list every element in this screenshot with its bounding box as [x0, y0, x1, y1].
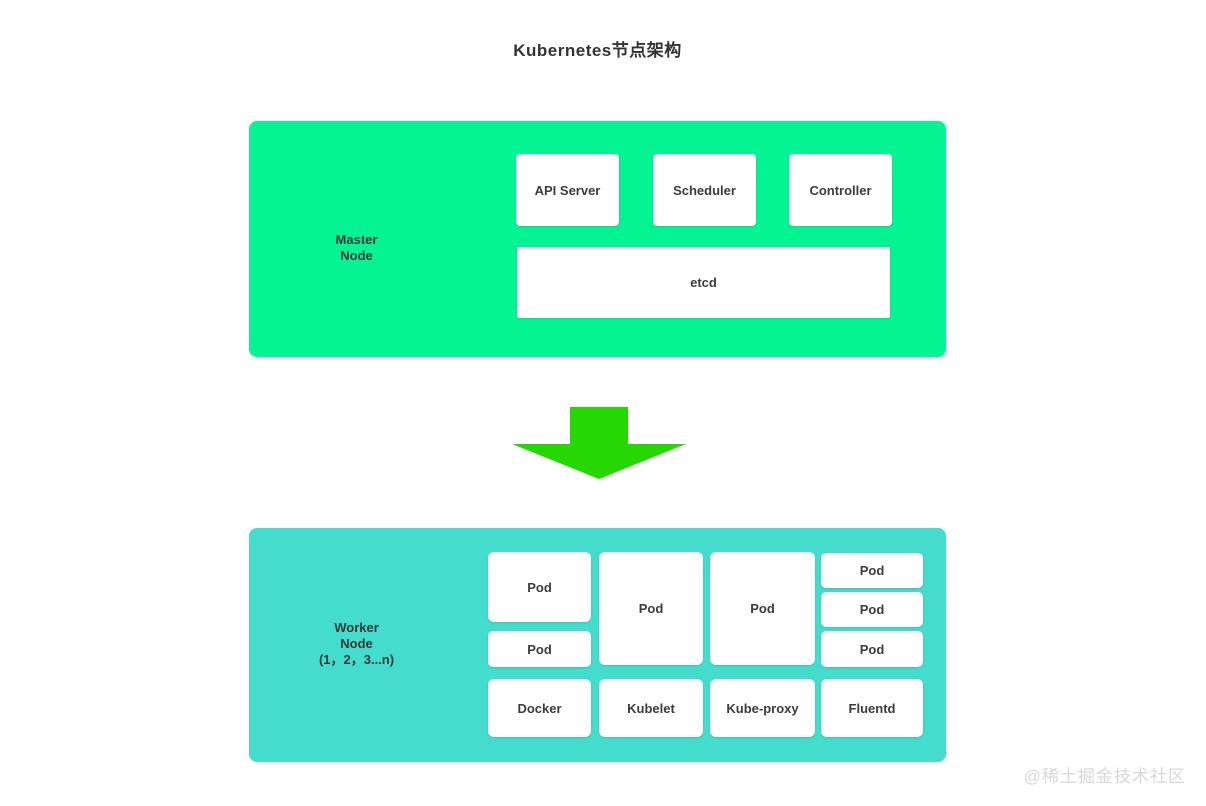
master-node-block: Master Node API Server Scheduler Control… — [249, 121, 946, 357]
master-node-label: Master Node — [249, 232, 464, 264]
etcd-box: etcd — [517, 247, 890, 318]
fluentd-box: Fluentd — [821, 679, 923, 737]
watermark: @稀土掘金技术社区 — [1023, 767, 1186, 786]
kube-proxy-box: Kube-proxy — [710, 679, 815, 737]
pod-box: Pod — [821, 592, 923, 627]
pod-box: Pod — [488, 631, 591, 667]
down-arrow-icon — [512, 407, 686, 479]
pod-box: Pod — [821, 631, 923, 667]
worker-node-block: Worker Node (1，2，3...n) Pod Pod Pod Pod … — [249, 528, 946, 762]
worker-node-label-line1: Worker — [334, 620, 379, 635]
worker-node-label-line3: (1，2，3...n) — [318, 652, 395, 667]
pod-box: Pod — [821, 553, 923, 588]
worker-node-label: Worker Node (1，2，3...n) — [249, 620, 464, 668]
pod-box: Pod — [599, 552, 703, 665]
down-arrow-shape — [512, 407, 686, 479]
worker-node-label-line2: Node — [340, 636, 373, 651]
docker-box: Docker — [488, 679, 591, 737]
scheduler-box: Scheduler — [653, 154, 756, 226]
pod-box: Pod — [488, 552, 591, 622]
controller-box: Controller — [789, 154, 892, 226]
master-node-label-line1: Master — [335, 232, 378, 247]
master-node-label-line2: Node — [340, 248, 373, 263]
diagram-title: Kubernetes节点架构 — [513, 41, 682, 60]
pod-box: Pod — [710, 552, 815, 665]
kubelet-box: Kubelet — [599, 679, 703, 737]
api-server-box: API Server — [516, 154, 619, 226]
